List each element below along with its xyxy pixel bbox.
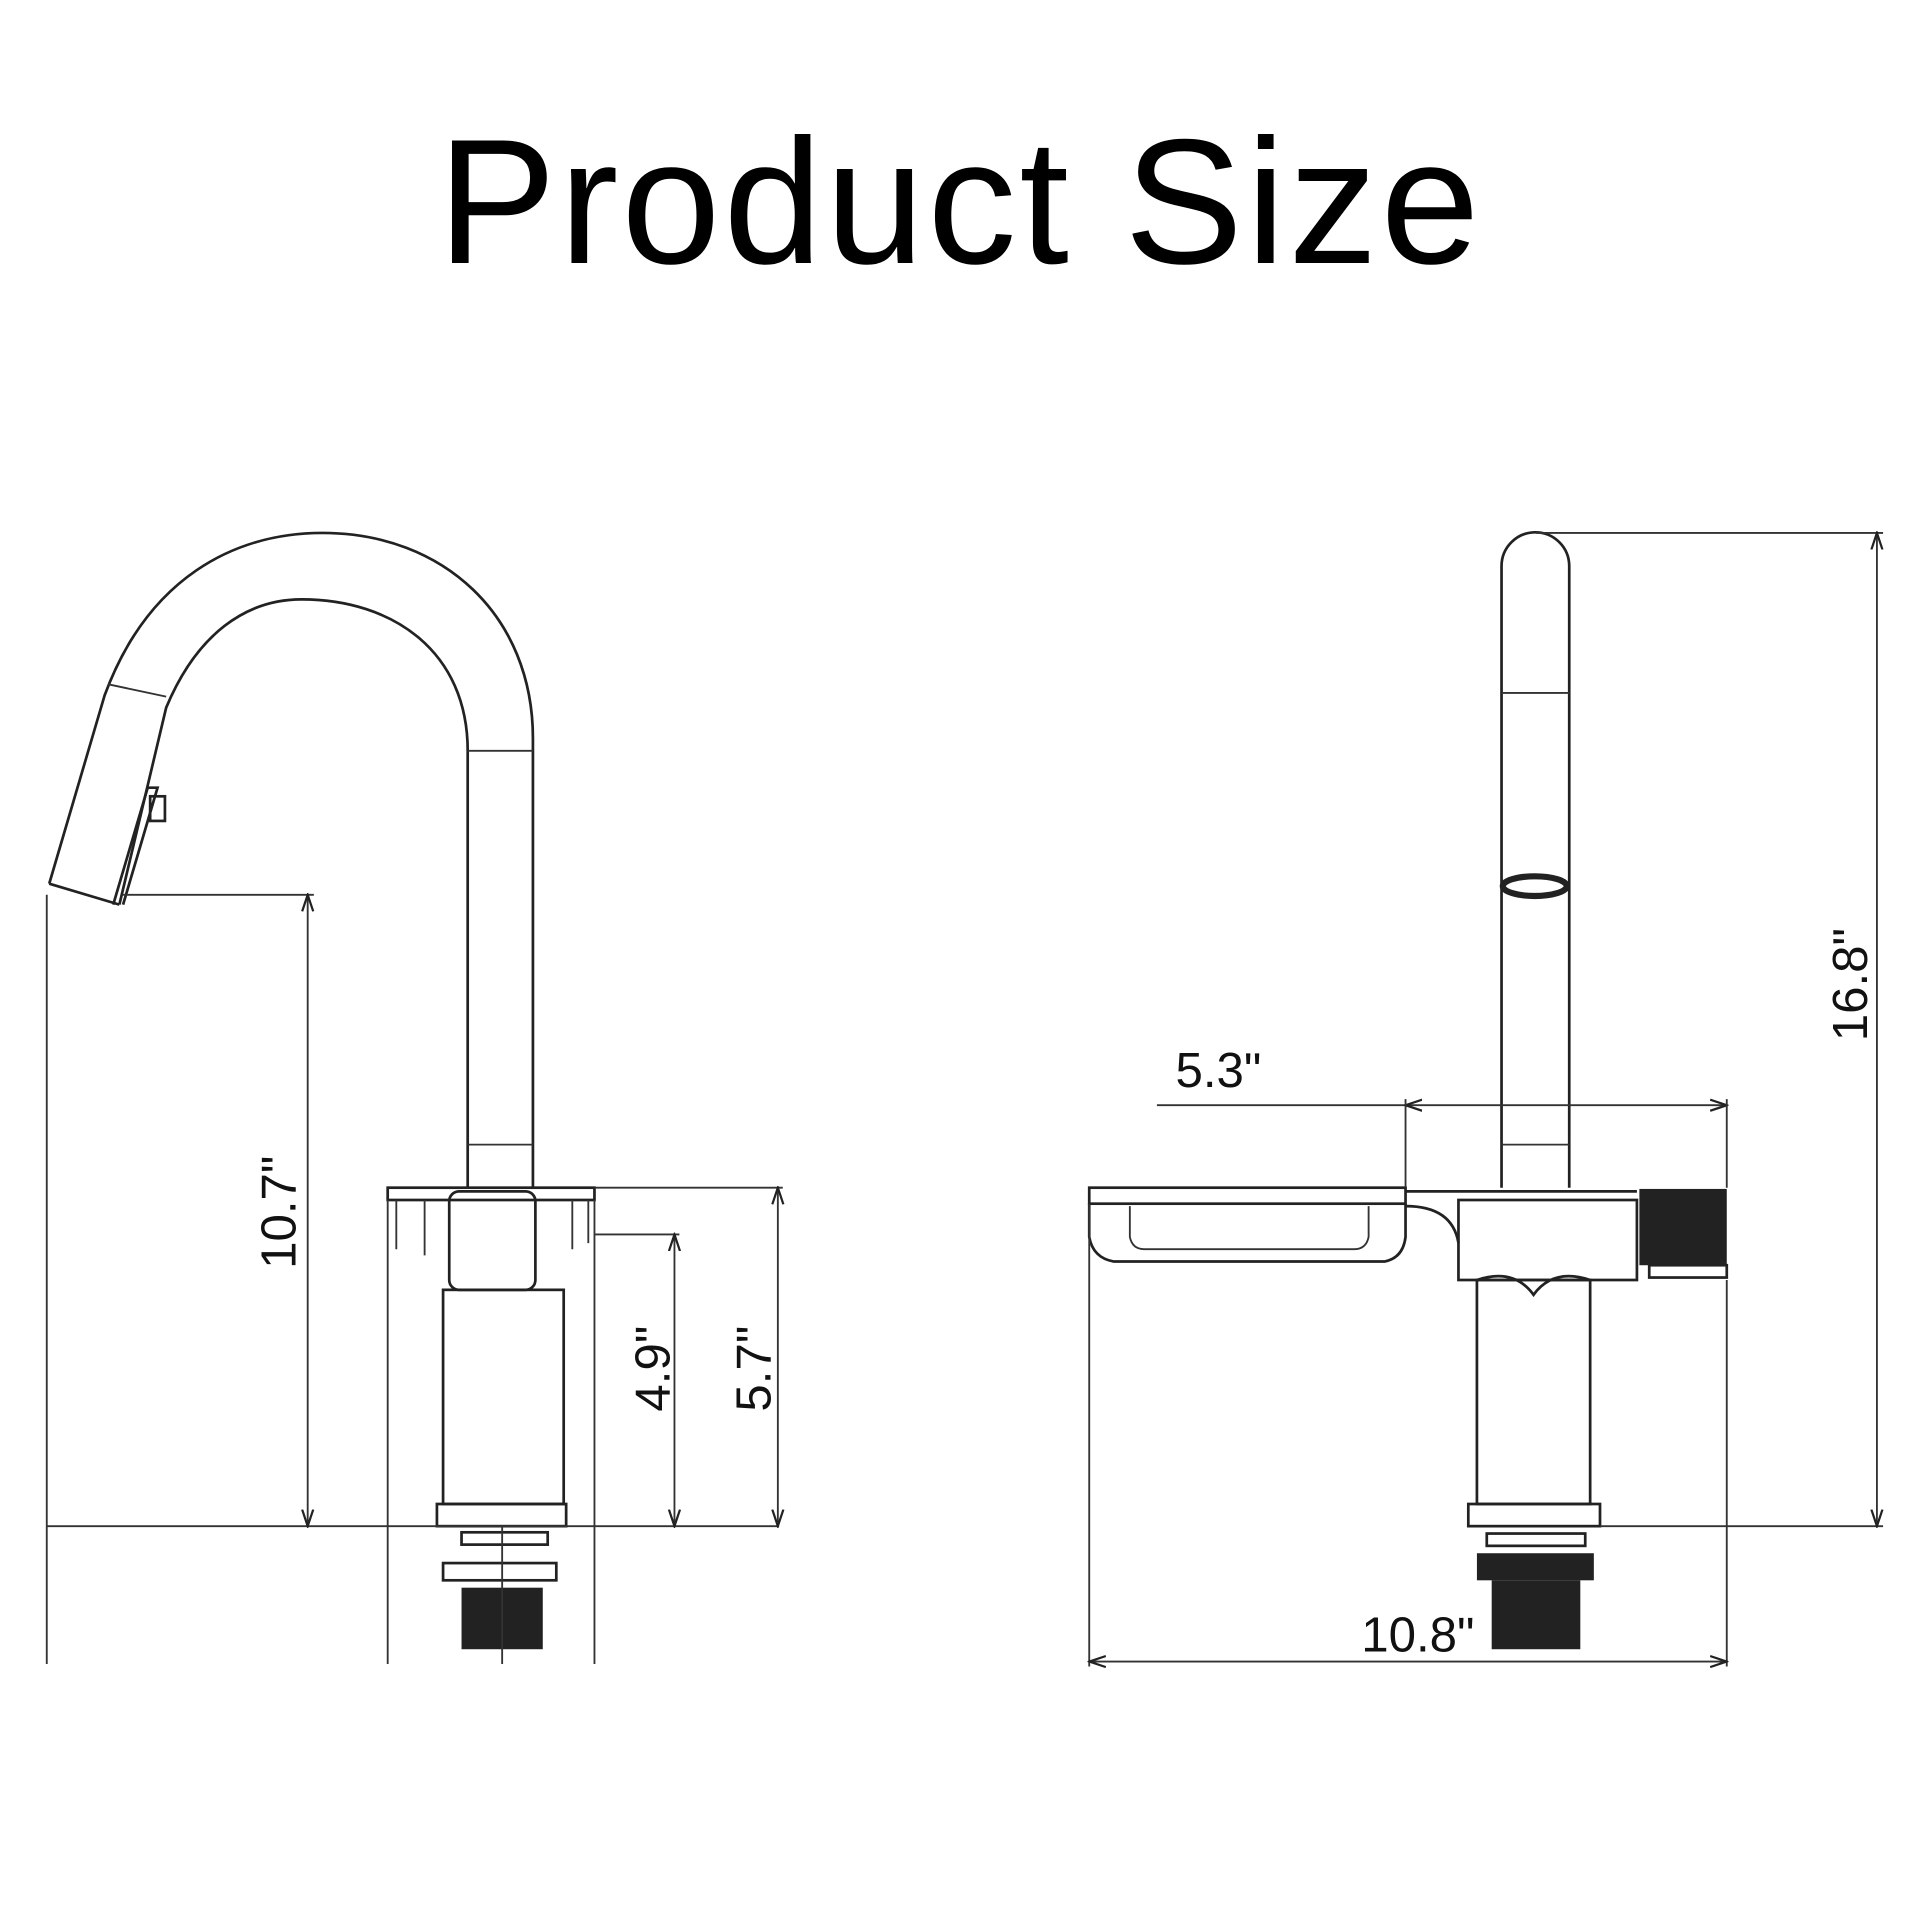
dimension-total-width: 10.8": [1361, 1608, 1474, 1663]
dimension-body-width: 5.3": [1176, 1043, 1262, 1098]
dimension-spout-height: 10.7": [251, 1156, 306, 1269]
front-view-dimension-lines: [45, 895, 783, 1664]
dimension-total-height: 16.8": [1823, 928, 1878, 1041]
side-view-faucet: [1087, 530, 1729, 1650]
side-view-dimension-lines: [1089, 533, 1883, 1667]
front-view-faucet: [47, 531, 596, 1650]
dimension-base-height: 5.7": [726, 1326, 781, 1412]
dimension-handle-height: 4.9": [626, 1326, 681, 1412]
page-title: Product Size: [437, 102, 1483, 301]
